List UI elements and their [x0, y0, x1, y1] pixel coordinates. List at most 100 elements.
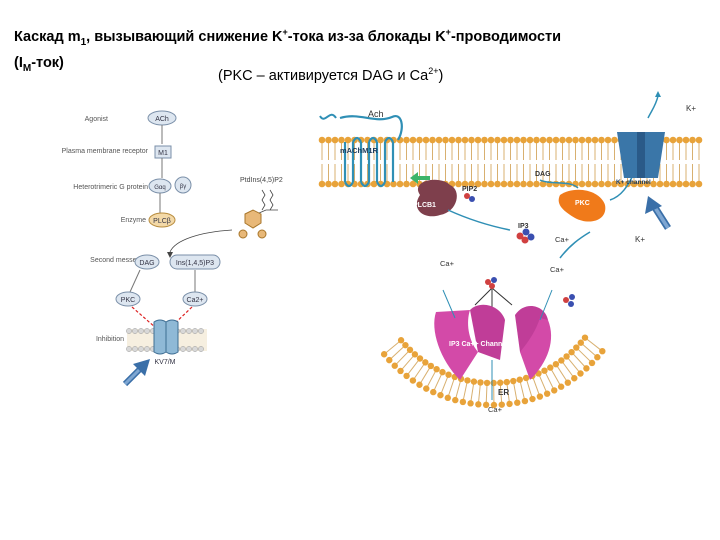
k-top-label: K+	[686, 104, 696, 113]
er-lipid-head	[422, 359, 429, 366]
er-lipid-tail	[462, 380, 468, 403]
membrane-head	[180, 346, 186, 352]
membrane-head	[126, 328, 132, 334]
lipid-head	[539, 180, 547, 188]
gbg-node	[174, 176, 192, 194]
er-lipid-head	[543, 390, 551, 397]
er-lipid-tail	[419, 365, 432, 386]
lipid-head	[435, 136, 443, 144]
lipid-head	[630, 180, 638, 188]
lipid-head	[500, 136, 508, 144]
er-lipid-head	[459, 398, 467, 406]
ip3-free-cluster	[485, 277, 575, 307]
er-lipid-head	[581, 334, 589, 341]
membrane-head	[192, 346, 198, 352]
lipid-head	[338, 180, 345, 188]
label-inhibition: Inhibition	[96, 336, 124, 343]
lipid-head	[481, 180, 488, 188]
lipid-head	[507, 180, 514, 188]
cleave-arrow	[169, 229, 233, 253]
title-line2-b: -ток)	[31, 54, 64, 71]
ip3-right-label: IP3	[518, 223, 529, 230]
lipid-head	[676, 136, 683, 144]
er-lipid-head	[439, 368, 446, 376]
lipid-head	[494, 136, 501, 144]
k-efflux-arrowhead	[655, 91, 661, 97]
er-lipid-head	[445, 371, 452, 378]
pip2-head	[244, 209, 262, 229]
er-lipid-head	[437, 391, 444, 399]
er-lipid-head	[510, 377, 517, 385]
lipid-head	[578, 136, 586, 144]
lipid-head	[507, 136, 514, 144]
lipid-head	[533, 180, 540, 188]
er-lipid-tail	[571, 351, 587, 369]
ca-label-3: Ca+	[550, 265, 565, 274]
er-lipid-head	[444, 394, 452, 402]
lipid-head	[689, 136, 696, 144]
er-lipid-head	[588, 359, 596, 367]
er-lipid-head	[490, 379, 497, 387]
lipid-head	[396, 180, 404, 188]
er-lipid-head	[498, 401, 505, 408]
kv-channel-right	[165, 319, 179, 355]
lipid-head	[526, 180, 534, 188]
er-lipid-tail	[499, 382, 503, 405]
ach-right-label: Ach	[368, 109, 384, 119]
lipid-head	[474, 136, 482, 144]
er-lipid-head	[483, 379, 491, 387]
er-lipid-head	[506, 400, 513, 408]
label-second-messengers: Second messengers	[90, 257, 154, 264]
lipid-head	[695, 180, 703, 188]
plcb1-label: PLCB1	[413, 202, 436, 209]
subtitle-sup: 2+	[428, 66, 439, 76]
pip2-phosphate-1	[238, 229, 248, 239]
er-lipid-head	[536, 393, 544, 400]
pip2-phosphate-2	[257, 229, 267, 239]
er-lipid-head	[475, 401, 482, 408]
ca-label-2: Ca+	[440, 259, 455, 268]
label-gprotein: Heterotrimeric G protein	[73, 184, 148, 191]
pip2-right-label: PIP2	[462, 186, 477, 193]
label-agonist: Agonist	[85, 116, 108, 123]
lipid-head	[598, 180, 605, 188]
plcb-label: PLCβ	[153, 218, 171, 225]
subtitle-text-b: )	[438, 67, 444, 84]
lipid-head	[520, 136, 527, 144]
pkc-enzyme	[558, 189, 606, 222]
membrane-head	[132, 346, 138, 352]
er-lipid-head	[497, 379, 504, 386]
er-lipid-tail	[454, 378, 462, 401]
lipid-head	[403, 180, 410, 188]
dag-arrow	[539, 179, 579, 189]
lipid-head	[442, 136, 449, 144]
title-text-a: Каскад m	[14, 28, 81, 45]
lipid-head	[533, 136, 540, 144]
lipid-head	[455, 180, 462, 188]
er-lipid-head	[558, 357, 565, 364]
ip3-branch-arrows	[474, 287, 513, 308]
er-lipid-head	[503, 378, 510, 386]
er-lipid-tail	[425, 368, 438, 389]
membrane-head	[126, 346, 132, 352]
er-lipid-head	[594, 354, 601, 361]
lipid-head	[416, 136, 423, 144]
er-lipid-head	[430, 388, 437, 396]
er-lipid-tail	[383, 339, 402, 355]
m1-node	[154, 145, 172, 159]
er-lipid-head	[522, 374, 530, 382]
er-label: ER	[498, 388, 509, 397]
lipid-head	[370, 180, 378, 188]
title-text-c: -тока из-за блокады K	[287, 28, 446, 45]
membrane-head	[198, 328, 204, 334]
er-lipid-head	[529, 395, 536, 403]
er-lipid-head	[557, 383, 565, 390]
lipid-head	[656, 180, 664, 188]
lipid-head	[513, 136, 521, 144]
er-lipid-head	[397, 367, 404, 375]
ca-to-pkc-arrow	[559, 231, 591, 259]
er-lipid-head	[573, 344, 580, 351]
ip3-node	[169, 254, 221, 270]
lipid-head	[344, 136, 352, 144]
